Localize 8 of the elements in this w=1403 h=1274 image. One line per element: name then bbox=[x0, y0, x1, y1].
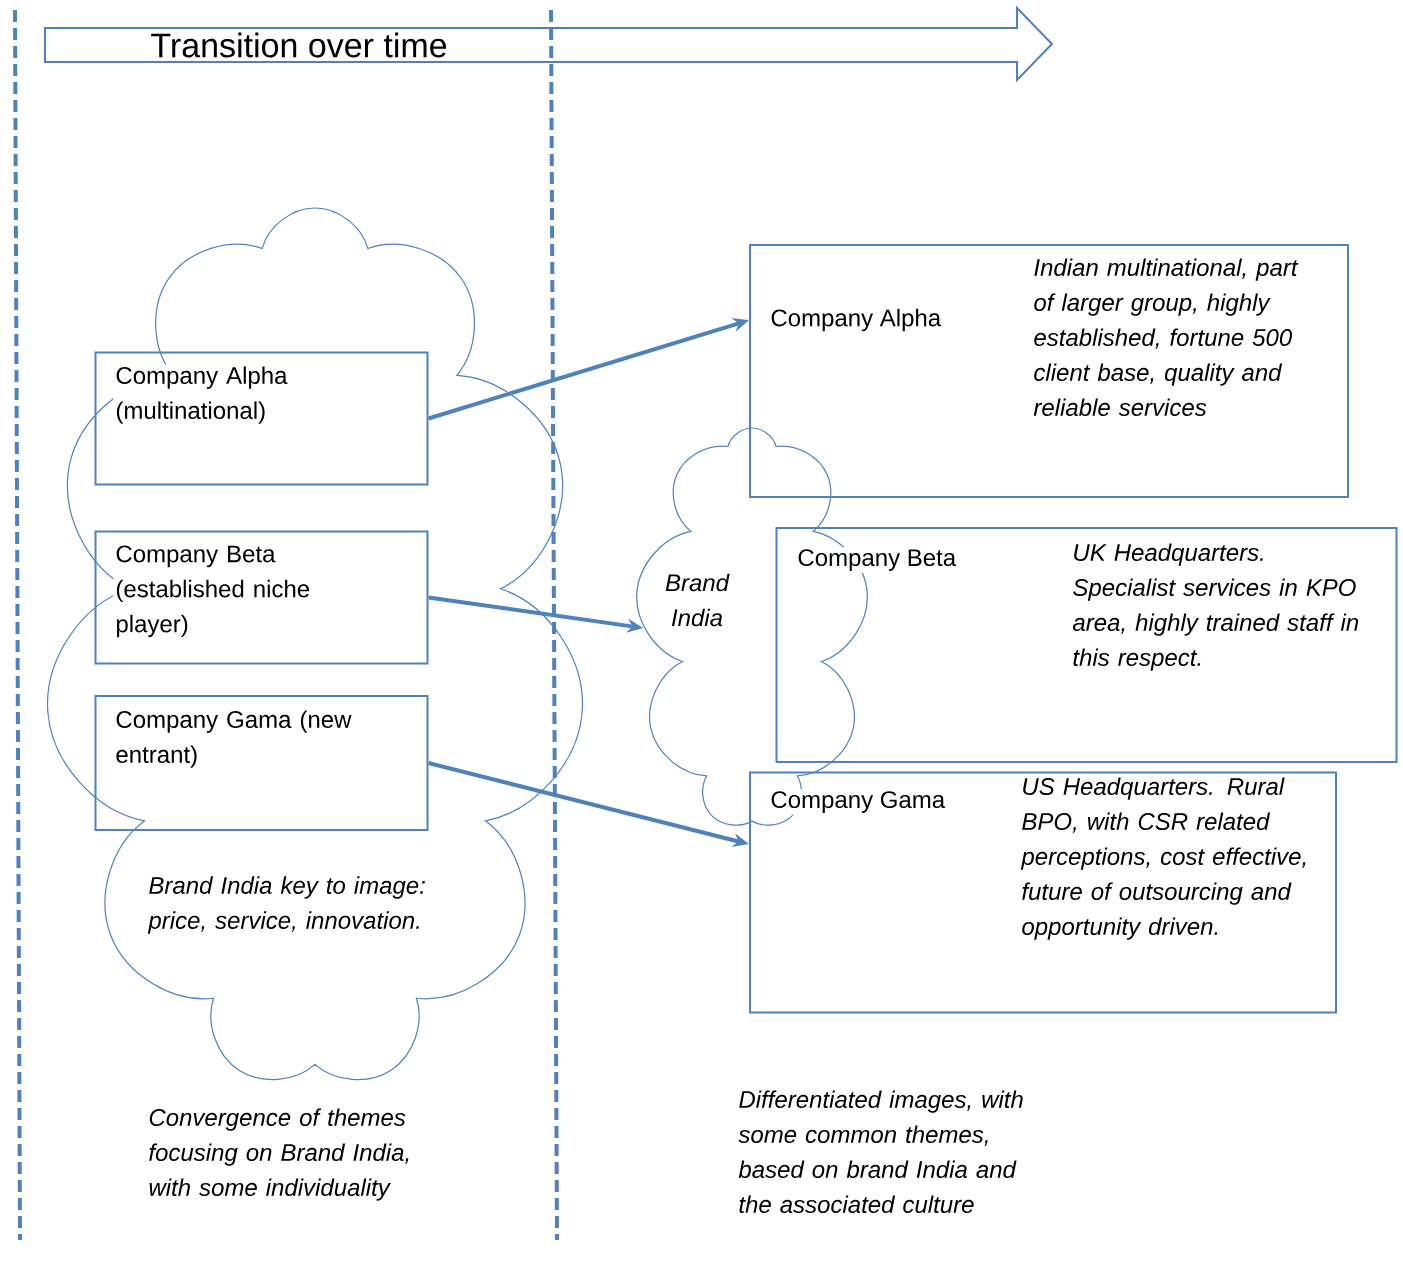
caption-text: Differentiated images, with some common themes, based on brand India and the associated culture bbox=[738, 1090, 1023, 1214]
text-box: Company Beta UK Headquarters. Specialist services in KPO area, highly trained staff in this respect. bbox=[775, 527, 1398, 763]
text-box: Company Gama US Headquarters. Rural BPO, with CSR related perceptions, cost effective, future of outsourcing and opportunity driven. bbox=[749, 771, 1337, 1014]
caption-text: Convergence of themes focusing on Brand India, with some individuality bbox=[149, 1108, 409, 1201]
text-box: Company Alpha (multinational) bbox=[94, 351, 429, 486]
text-box: Company Beta (established niche player) bbox=[94, 530, 429, 665]
text-box: Company Gama (new entrant) bbox=[94, 695, 429, 831]
text-box: Company Alpha Indian multinational, part of larger group, highly established, fortune 500 client base, quality and reliable services bbox=[749, 244, 1349, 498]
